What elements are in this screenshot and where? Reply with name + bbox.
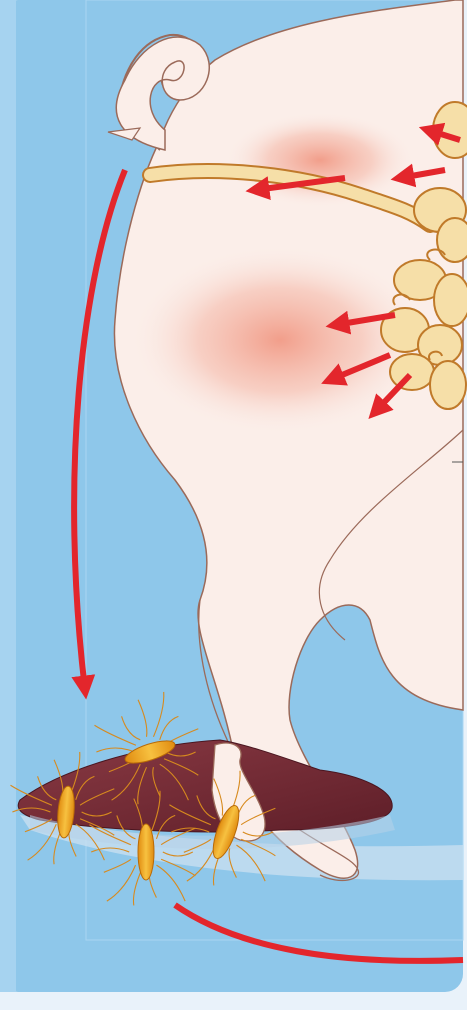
inflammation-upper [225,112,415,208]
bacterium-body [138,824,154,880]
panel-left-edge [0,0,16,992]
